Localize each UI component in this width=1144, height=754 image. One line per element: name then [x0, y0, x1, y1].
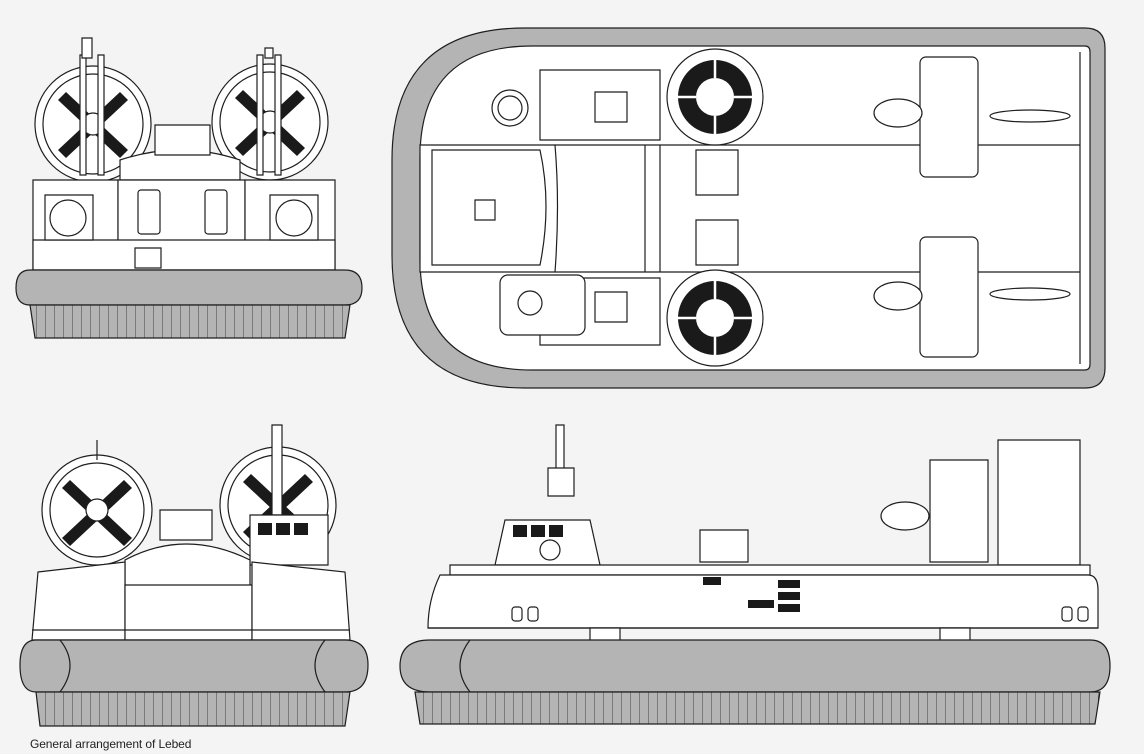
plan-fan-top: [667, 49, 763, 145]
rear-elevation-view: [16, 38, 362, 338]
front-left-fan: [42, 440, 152, 565]
rear-left-fan: [35, 38, 151, 182]
front-elevation-view: [20, 425, 368, 726]
side-elevation-view: [400, 425, 1110, 724]
rear-right-fan: [212, 48, 328, 180]
plan-fan-bottom: [667, 270, 763, 366]
figure-caption: General arrangement of Lebed: [30, 737, 192, 751]
plan-view: [392, 28, 1105, 388]
